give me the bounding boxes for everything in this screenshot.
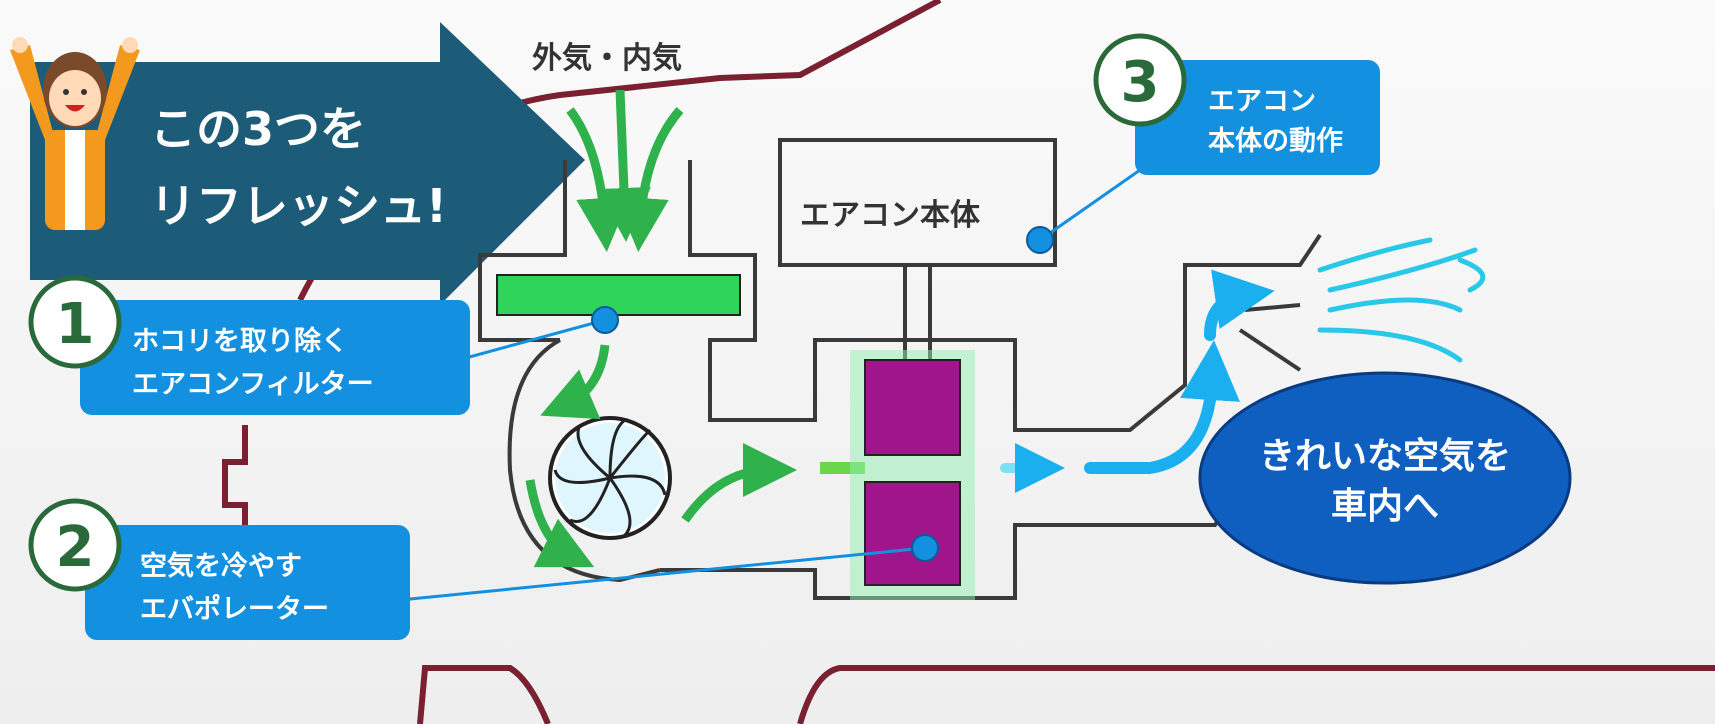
intake-label: 外気・内気 [532,41,682,76]
item-2-line2: エバポレーター [140,594,329,625]
airflow-arrows-cyan [1000,237,1486,493]
callout-ac-body: 3 エアコン 本体の動作 [1093,33,1380,175]
ac-body-label: エアコン本体 [800,198,981,233]
item-2-line1: 空気を冷やす [140,550,302,582]
item-3-line1: エアコン [1208,86,1316,117]
air-filter [496,274,741,316]
banner-arrow [30,22,585,305]
item-3-line2: 本体の動作 [1208,126,1343,157]
item-number-1: 1 [56,292,95,357]
item-number-2: 2 [56,515,95,580]
callout-filter: 1 ホコリを取り除く エアコンフィルター [28,275,470,415]
evaporator [850,350,975,600]
intake-arrows [566,89,684,252]
output-line1: きれいな空気を [1259,436,1511,477]
airflow-arrows-green [525,344,797,568]
output-line2: 車内へ [1331,486,1439,527]
banner-line2: リフレッシュ! [150,179,447,233]
callout-evaporator: 2 空気を冷やす エバポレーター [28,498,410,640]
clean-air-oval: きれいな空気を 車内へ [1198,371,1572,585]
item-1-line1: ホコリを取り除く [132,325,348,357]
person-illustration [10,37,140,230]
banner-line1: この3つを [150,102,366,156]
item-number-3: 3 [1121,50,1160,115]
blower-fan [548,416,672,540]
item-1-line2: エアコンフィルター [132,369,374,400]
callout-dots [591,226,1054,562]
